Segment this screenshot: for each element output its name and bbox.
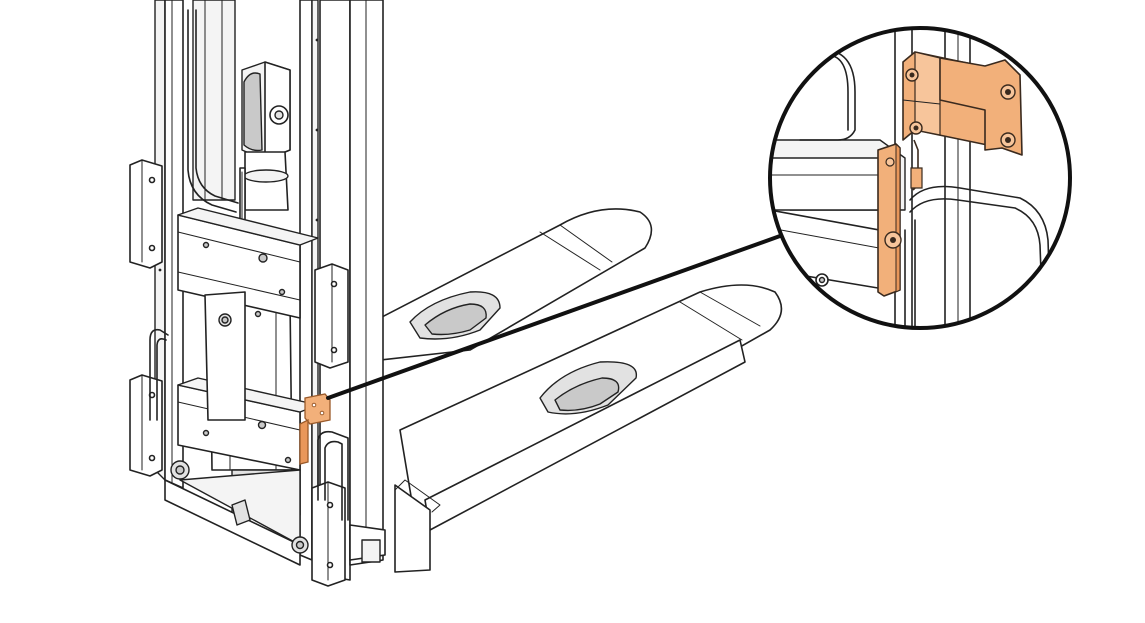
sensor-bracket-magnified [877, 51, 1023, 297]
bumper-pads [129, 159, 349, 587]
callout-leader [326, 234, 782, 400]
carriage-lower [177, 377, 319, 471]
fork-back [379, 208, 653, 361]
fork-front-roller [554, 377, 620, 412]
detail-callout [768, 26, 1072, 330]
sensor-bracket-small [299, 393, 331, 465]
fork-back-roller [424, 303, 487, 336]
fork-front [394, 284, 783, 573]
detail-circle-border [768, 26, 1072, 330]
handle-bars [149, 328, 349, 521]
roller-plate [204, 291, 246, 421]
carriage-upper [177, 207, 319, 319]
mast-base [164, 460, 386, 566]
valve-fitting [231, 499, 251, 526]
